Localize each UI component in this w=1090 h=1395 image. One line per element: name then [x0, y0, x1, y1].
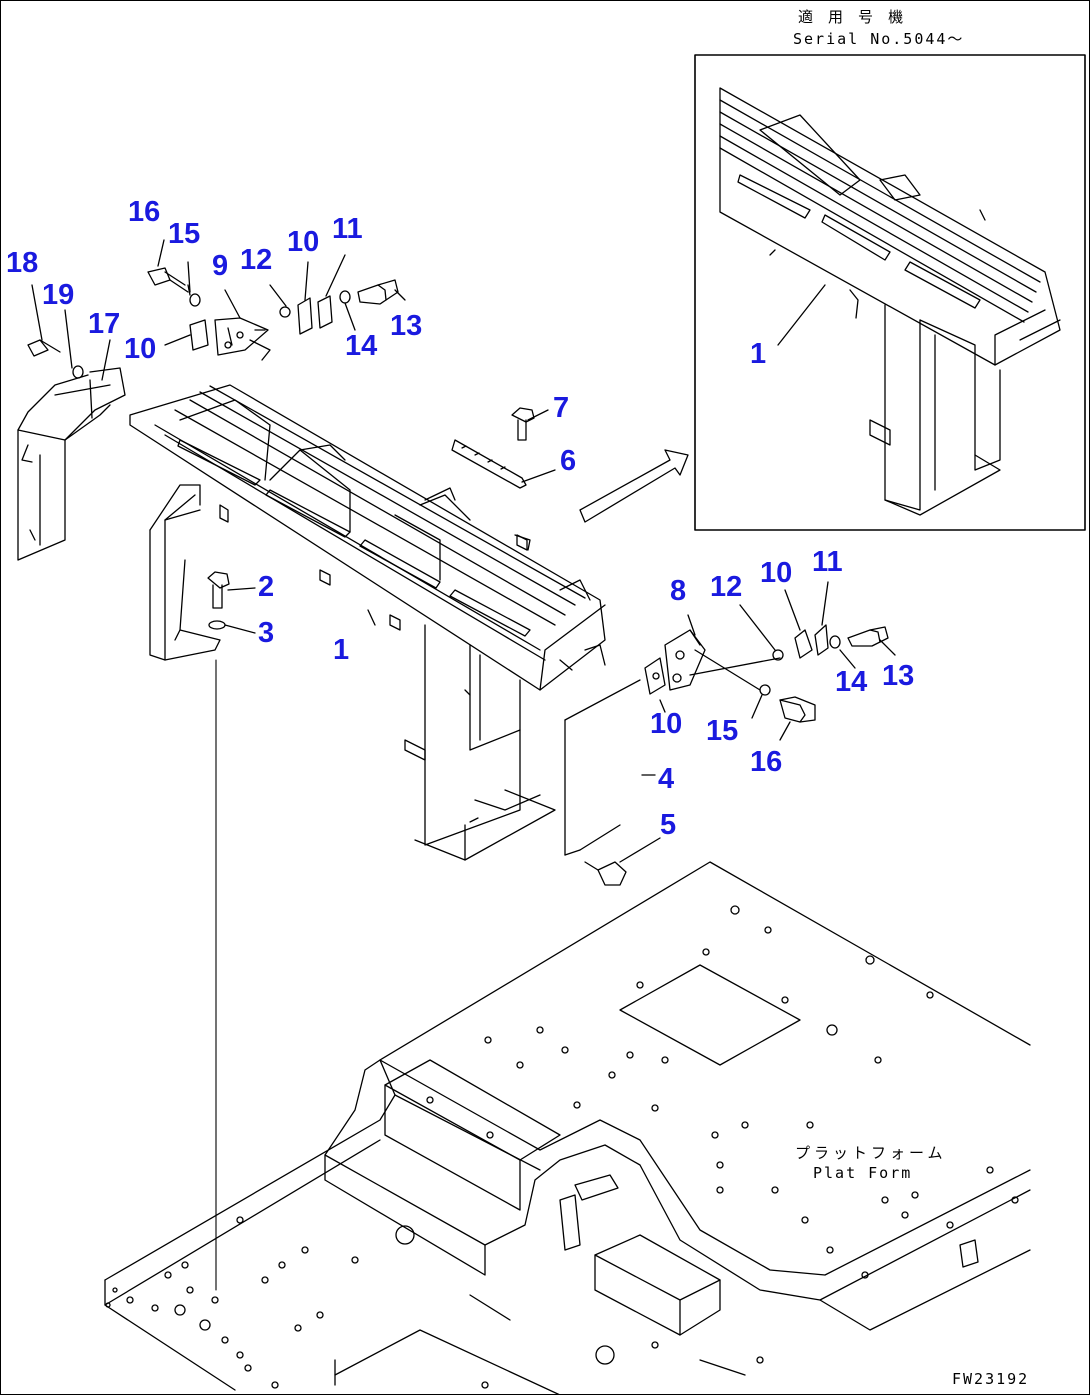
- callout-8: 8: [670, 575, 687, 607]
- callout-10-right-top: 10: [760, 557, 793, 589]
- callout-2: 2: [258, 571, 275, 603]
- callout-5: 5: [660, 809, 677, 841]
- bar-part-6: [451, 439, 556, 489]
- inset-title-jp: 適 用 号 機: [798, 8, 907, 26]
- direction-arrow: [579, 449, 689, 523]
- callout-13-left: 13: [390, 310, 423, 342]
- callout-18: 18: [6, 247, 39, 279]
- platform-label-jp: プラットフォーム: [795, 1144, 947, 1162]
- callout-12-left: 12: [240, 244, 273, 276]
- callout-17: 17: [88, 308, 121, 340]
- washer-part-3: [208, 620, 256, 1291]
- callout-10-top: 10: [287, 226, 320, 258]
- callout-16-left: 16: [128, 196, 161, 228]
- platform-frame: [104, 861, 1031, 1395]
- callout-14-right: 14: [835, 666, 868, 698]
- support-beam-part-1: [129, 384, 606, 691]
- platform-label-en: Plat Form: [813, 1164, 913, 1182]
- figure-code: FW23192: [952, 1370, 1030, 1388]
- callout-3: 3: [258, 617, 275, 649]
- pin-part-5: [584, 837, 661, 886]
- callout-14-left: 14: [345, 330, 378, 362]
- callout-11-right: 11: [812, 546, 843, 578]
- callout-13-right: 13: [882, 660, 915, 692]
- callout-10-right-bottom: 10: [650, 708, 683, 740]
- hinge-group-right: [644, 581, 896, 741]
- callout-9: 9: [212, 250, 229, 282]
- callout-1: 1: [333, 634, 350, 666]
- callout-16-right: 16: [750, 746, 783, 778]
- leader-1: [367, 609, 376, 626]
- hinge-group-left: [147, 239, 406, 361]
- beam-pedestal: [404, 624, 556, 861]
- inset-leader-1: [777, 284, 826, 346]
- inset-view: [694, 54, 1086, 531]
- callout-7: 7: [553, 392, 570, 424]
- callout-15-left: 15: [168, 218, 201, 250]
- callout-10-left: 10: [124, 333, 157, 365]
- callout-12-right: 12: [710, 571, 743, 603]
- cover-part-4: [564, 679, 656, 856]
- cover-plate-part-17: [17, 284, 126, 561]
- callout-19: 19: [42, 279, 75, 311]
- bolt-part-7: [511, 407, 549, 441]
- callout-6: 6: [560, 445, 577, 477]
- callout-11-left: 11: [332, 213, 363, 245]
- callout-4: 4: [658, 763, 675, 795]
- inset-callout-1: 1: [750, 338, 767, 370]
- inset-serial-number: Serial No.5044～: [793, 30, 965, 48]
- bolt-part-2: [207, 571, 256, 609]
- callout-15-right: 15: [706, 715, 739, 747]
- left-support-post: [149, 484, 229, 661]
